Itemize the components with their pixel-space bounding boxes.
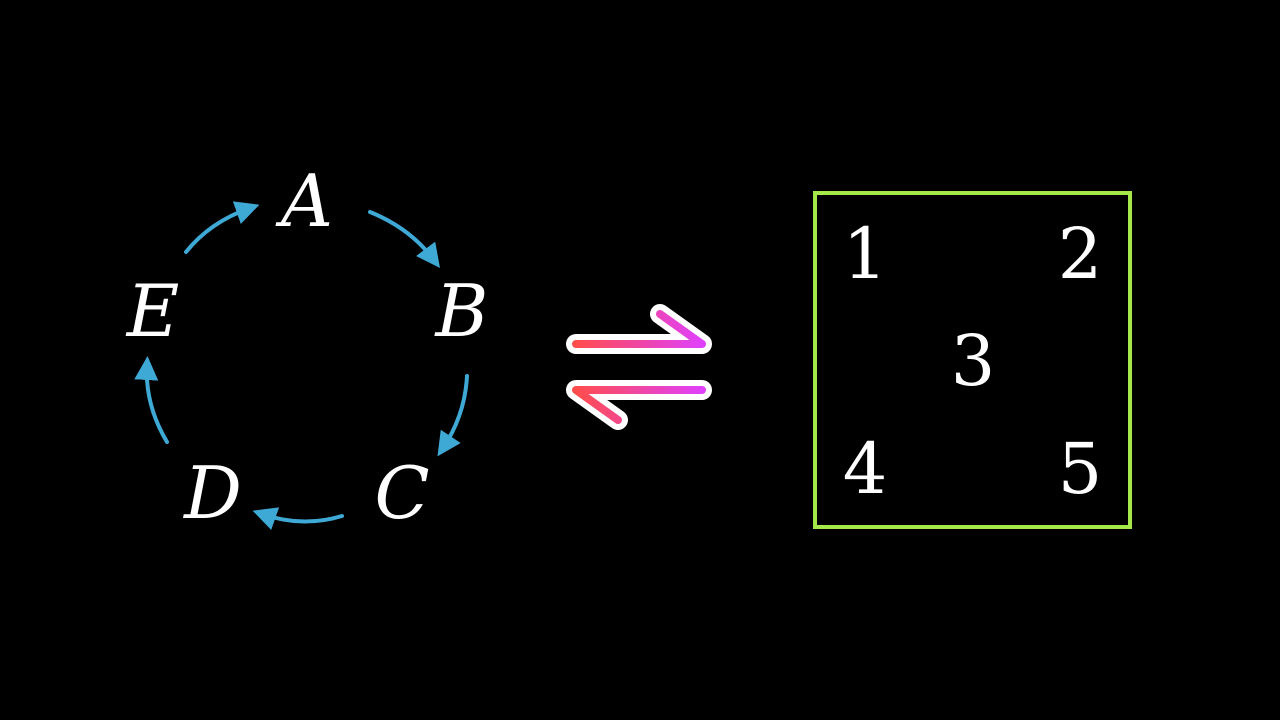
cycle-node-c: C [374, 451, 429, 535]
arrow-c-to-d [252, 507, 344, 530]
arrow-d-to-e [134, 356, 169, 444]
harpoon-left [572, 386, 706, 424]
cycle-node-d: D [182, 451, 242, 535]
arrow-e-to-a [184, 201, 260, 254]
cycle-nodes: A B C D E [125, 159, 489, 535]
cycle-node-a: A [275, 159, 333, 243]
grid-cell-1: 1 [843, 213, 888, 295]
grid-cell-2: 2 [1058, 213, 1103, 295]
arrow-a-to-b [368, 210, 441, 268]
cycle-node-b: B [434, 269, 489, 353]
arrow-b-to-c [437, 374, 469, 457]
grid-cell-3: 3 [951, 320, 996, 402]
cycle-node-e: E [125, 269, 180, 353]
grid-border [813, 191, 1132, 529]
grid-cell-5: 5 [1058, 428, 1103, 510]
number-grid: 1 2 3 4 5 [813, 191, 1132, 529]
cycle-arrows [134, 201, 469, 530]
cycle-diagram: A B C D E [125, 159, 489, 535]
harpoon-right [572, 310, 706, 348]
equilibrium-harpoons-icon [566, 304, 712, 430]
grid-cell-4: 4 [843, 428, 888, 510]
